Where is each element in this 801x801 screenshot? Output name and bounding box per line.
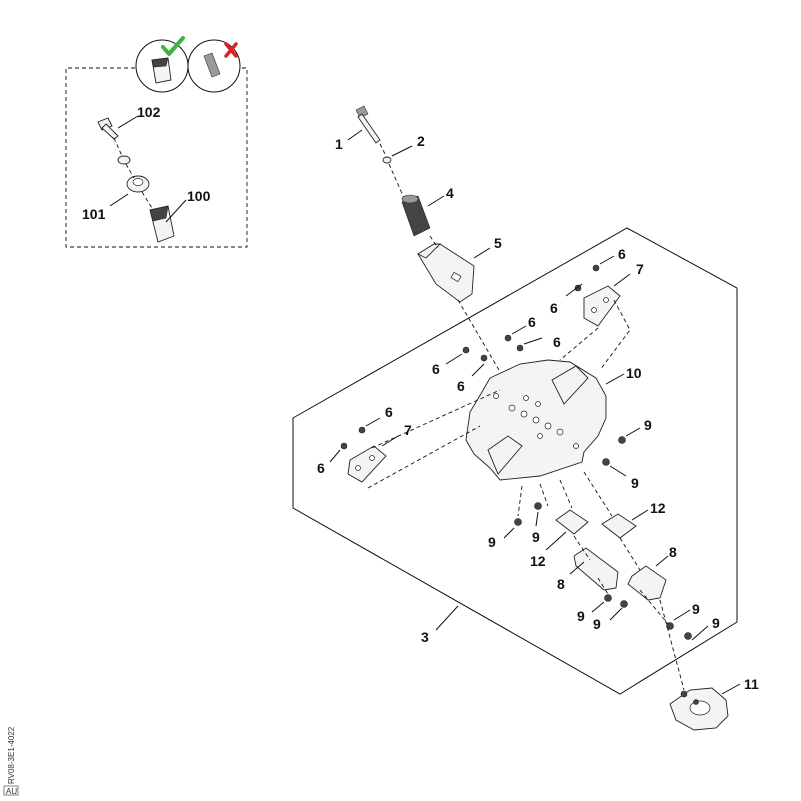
label-9-f: 9 (593, 616, 601, 632)
incorrect-option-badge (187, 39, 241, 93)
part-8-brackets (573, 547, 667, 601)
label-4: 4 (446, 185, 454, 201)
label-6-d: 6 (553, 334, 561, 350)
part-12-pads (555, 509, 637, 539)
label-6-a: 6 (618, 246, 626, 262)
label-2: 2 (417, 133, 425, 149)
label-102: 102 (137, 104, 161, 120)
label-8-b: 8 (557, 576, 565, 592)
part-10-plate (465, 359, 607, 481)
label-6-g: 6 (385, 404, 393, 420)
label-9-b: 9 (631, 475, 639, 491)
label-11: 11 (744, 676, 759, 692)
label-6-f: 6 (457, 378, 465, 394)
label-12-a: 12 (650, 500, 666, 516)
figure-code: RV08-3E1-4022 (7, 726, 16, 784)
part-6-nuts (340, 264, 600, 450)
part-4-spacer (401, 194, 431, 237)
inset-washer (117, 155, 131, 165)
part-1-bolt (355, 105, 381, 144)
label-9-d: 9 (532, 529, 540, 545)
label-6-e: 6 (432, 361, 440, 377)
label-9-e: 9 (577, 608, 585, 624)
label-7-a: 7 (636, 261, 644, 277)
part-7-bracket-left (347, 445, 387, 483)
label-8-a: 8 (669, 544, 677, 560)
label-10: 10 (626, 365, 642, 381)
figure-badge: AU (6, 787, 17, 796)
label-9-a: 9 (644, 417, 652, 433)
cross-icon (224, 42, 238, 58)
label-101: 101 (82, 206, 106, 222)
part-9-nuts (514, 436, 692, 640)
deck-outline (292, 227, 738, 695)
label-1: 1 (335, 136, 343, 152)
label-3: 3 (421, 629, 429, 645)
part-2-washer (382, 156, 392, 164)
label-9-c: 9 (488, 534, 496, 550)
part-102-bolt (97, 117, 119, 140)
inset-detail (65, 36, 248, 248)
part-5-bracket (417, 243, 475, 303)
label-5: 5 (494, 235, 502, 251)
label-7-b: 7 (404, 422, 412, 438)
label-100: 100 (187, 188, 211, 204)
part-101-bushing (126, 175, 150, 193)
check-icon (161, 36, 185, 56)
part-7-bracket-right (583, 285, 621, 327)
label-6-h: 6 (317, 460, 325, 476)
label-9-g: 9 (692, 601, 700, 617)
label-6-c: 6 (528, 314, 536, 330)
part-100-tip (149, 205, 175, 243)
part-11-housing (669, 687, 729, 731)
correct-option-badge (135, 36, 189, 93)
label-12-b: 12 (530, 553, 546, 569)
label-9-h: 9 (712, 615, 720, 631)
figure-badge-box (3, 785, 19, 796)
label-6-b: 6 (550, 300, 558, 316)
